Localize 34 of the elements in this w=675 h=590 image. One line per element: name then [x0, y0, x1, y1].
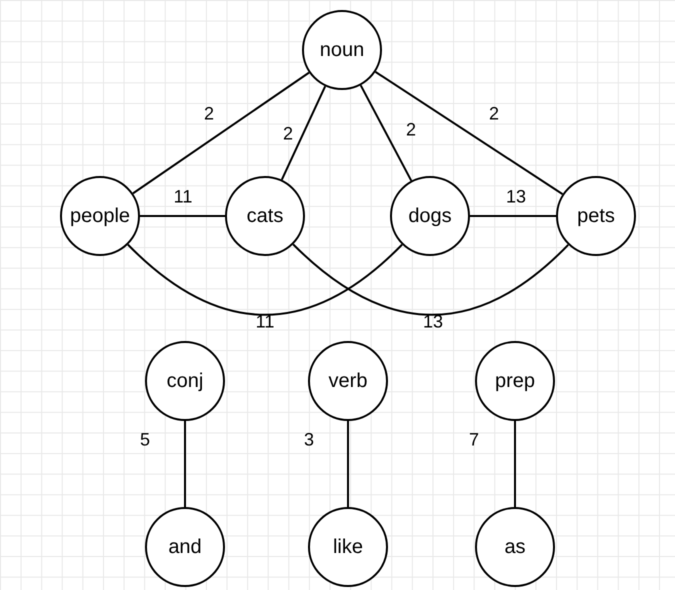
- edge-label: 11: [256, 312, 274, 332]
- connector-line: [127, 244, 403, 316]
- connector-line: [347, 421, 349, 507]
- node-label: dogs: [408, 204, 452, 228]
- node-label: cats: [246, 204, 284, 228]
- edge-label: 2: [283, 124, 293, 144]
- node-label: verb: [328, 370, 368, 392]
- node-label: pets: [577, 204, 615, 228]
- node-label: like: [332, 536, 363, 558]
- connector-line: [184, 421, 186, 507]
- connector-line: [280, 86, 326, 180]
- connector-line: [132, 72, 310, 194]
- node-label: as: [504, 536, 526, 558]
- connector-line: [292, 244, 569, 316]
- edge-label: 13: [422, 312, 444, 332]
- node-label: people: [70, 204, 130, 228]
- node-label: conj: [166, 370, 204, 392]
- edge-label: 2: [204, 104, 214, 124]
- node-label: prep: [494, 370, 536, 392]
- edge-label: 11: [174, 186, 192, 208]
- connector-line: [470, 215, 556, 217]
- node-label: and: [168, 536, 202, 558]
- node-label: noun: [320, 38, 364, 62]
- edge-label: 5: [140, 430, 150, 450]
- node-circle: [302, 10, 382, 90]
- edge-label: 13: [506, 186, 526, 208]
- edge-label: 7: [469, 430, 479, 450]
- edge-label: 3: [304, 430, 314, 450]
- connector-line: [514, 421, 516, 507]
- edge-label: 2: [489, 104, 499, 124]
- connector-line: [374, 71, 564, 195]
- edge-label: 2: [406, 120, 416, 140]
- connector-line: [360, 84, 412, 182]
- connector-line: [140, 215, 225, 217]
